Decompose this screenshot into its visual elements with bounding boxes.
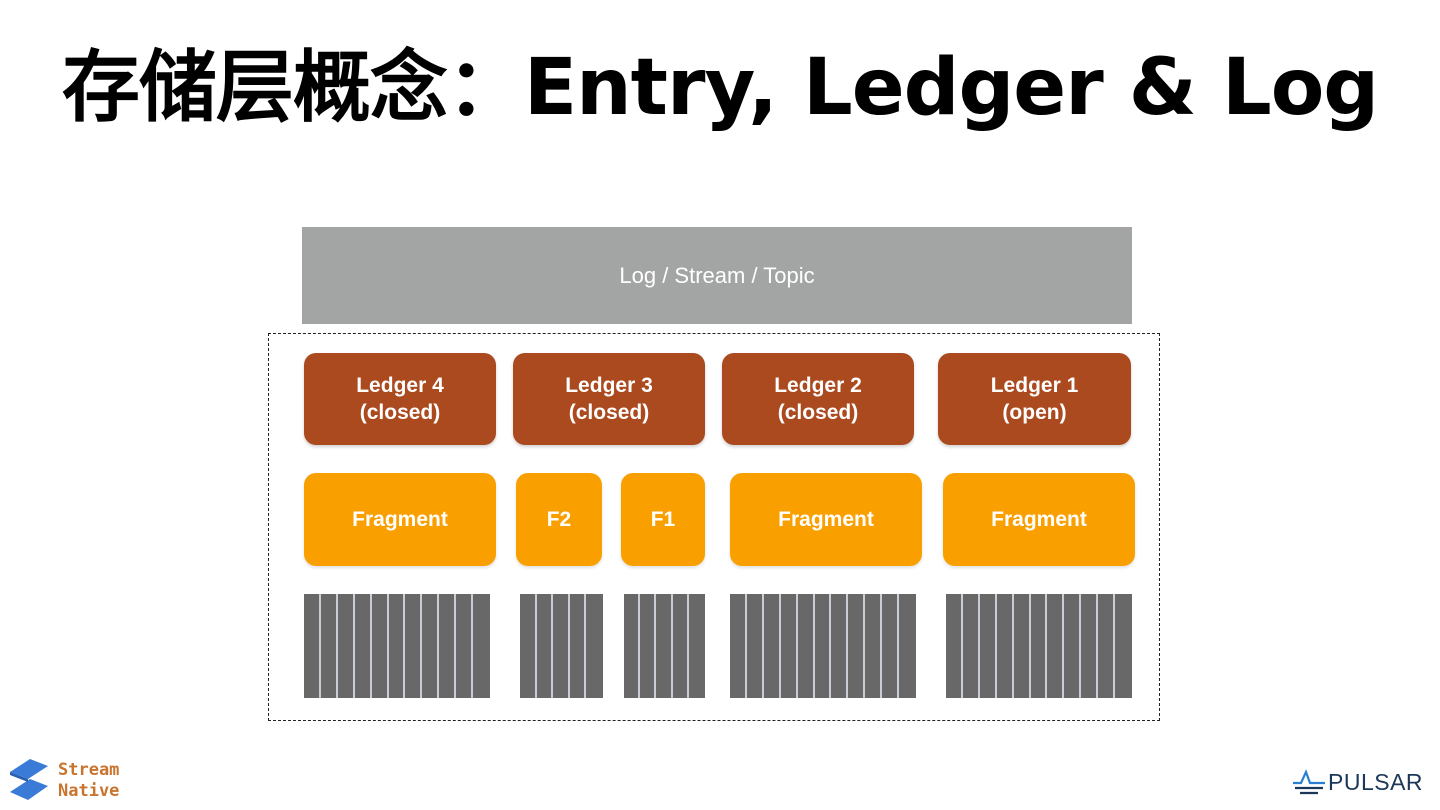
entry-bar [746,594,764,698]
ledger-name: Ledger 3 [565,374,653,397]
entry-bar [1047,594,1065,698]
entry-bar [371,594,389,698]
streamnative-text-line1: Stream [58,760,120,780]
entry-bar [962,594,980,698]
fragment-box: Fragment [304,473,496,566]
entry-bar [814,594,832,698]
entry-bar [439,594,457,698]
entry-bar [422,594,440,698]
ledger-box: Ledger 4 (closed) [304,353,496,445]
entry-bar [730,594,747,698]
entry-bar [405,594,423,698]
entry-bar [304,594,321,698]
entry-bar [882,594,900,698]
pulsar-logo-text: PULSAR [1328,768,1424,795]
entry-bar [337,594,355,698]
slide-title: 存储层概念：Entry, Ledger & Log [61,43,1379,133]
streamnative-logo-icon [10,759,48,800]
entry-bar [586,594,603,698]
entry-bar [354,594,372,698]
fragment-box: F1 [621,473,705,566]
ledger-state: (open) [1002,401,1067,424]
entry-bar [1081,594,1099,698]
entry-bar [831,594,849,698]
ledger-box: Ledger 2 (closed) [722,353,914,445]
entry-group [730,594,916,698]
ledger-group-boundary [268,333,1160,721]
pulsar-logo-icon [1293,769,1325,795]
entry-bar [996,594,1014,698]
streamnative-logo: Stream Native [8,756,128,806]
ledger-box: Ledger 3 (closed) [513,353,705,445]
entry-bar [797,594,815,698]
streamnative-text-line2: Native [58,781,120,801]
entry-bar [536,594,554,698]
entry-group [520,594,603,698]
ledger-name: Ledger 4 [356,374,444,397]
ledger-state: (closed) [568,401,650,424]
entry-bar [320,594,338,698]
entry-bar [865,594,883,698]
ledger-name: Ledger 1 [990,374,1079,397]
entry-group [624,594,705,698]
fragment-box: Fragment [730,473,922,566]
entry-group [304,594,490,698]
entry-bar [569,594,587,698]
ledger-box: Ledger 1 (open) [938,353,1131,445]
entry-bar [1115,594,1132,698]
entry-bar [456,594,474,698]
pulsar-logo: PULSAR [1292,766,1426,798]
entry-bar [520,594,537,698]
ledger-name: Ledger 2 [774,374,862,397]
entry-bar [946,594,963,698]
entry-bar [624,594,641,698]
entry-bar [1013,594,1031,698]
entry-bar [848,594,866,698]
entry-bar [780,594,798,698]
entry-group [946,594,1132,698]
entry-bar [763,594,781,698]
entry-bar [1030,594,1048,698]
log-stream-topic-bar: Log / Stream / Topic [302,227,1132,324]
entry-bar [553,594,570,698]
entry-bar [1098,594,1116,698]
entry-bar [473,594,490,698]
entry-bar [656,594,673,698]
entry-bar [979,594,997,698]
entry-bar [1064,594,1082,698]
fragment-box: Fragment [943,473,1135,566]
entry-bar [899,594,916,698]
entry-bar [672,594,689,698]
entry-bar [688,594,705,698]
entry-bar [640,594,657,698]
ledger-state: (closed) [777,401,859,424]
log-label: Log / Stream / Topic [619,262,815,288]
ledger-state: (closed) [359,401,441,424]
entry-bar [388,594,406,698]
fragment-box: F2 [516,473,602,566]
